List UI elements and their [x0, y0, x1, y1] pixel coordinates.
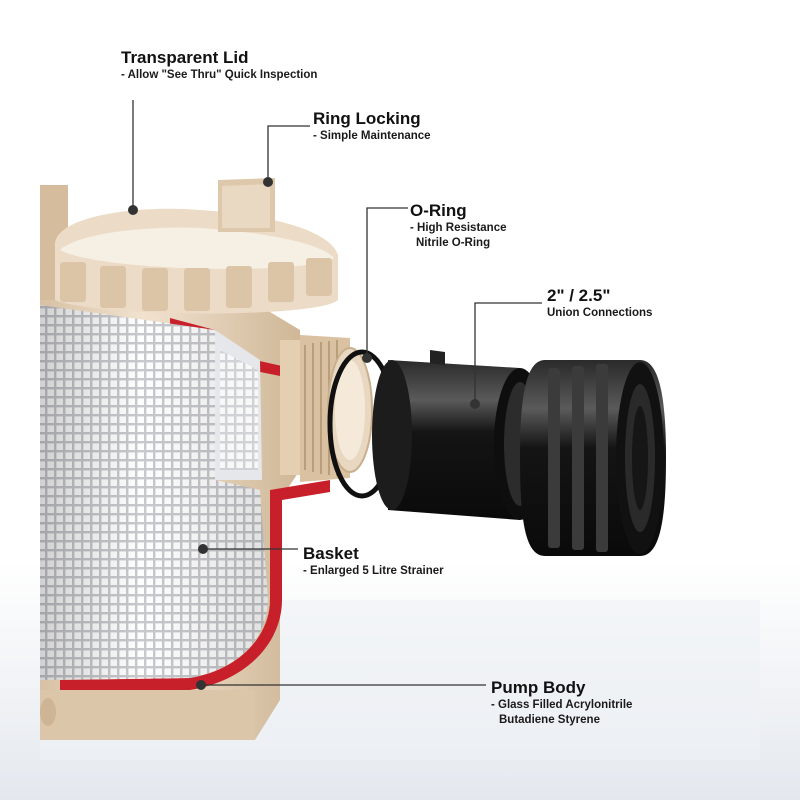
callout-desc: - Allow "See Thru" Quick Inspection	[121, 69, 318, 81]
callout-title: 2" / 2.5"	[547, 286, 611, 305]
callout-desc: - High Resistance	[410, 222, 507, 234]
callout-desc: - Enlarged 5 Litre Strainer	[303, 565, 444, 577]
leader-lines	[132, 100, 542, 686]
transparent-lid	[40, 178, 338, 314]
callout-desc: Butadiene Styrene	[499, 714, 600, 726]
union-nut	[520, 360, 666, 556]
union-tail	[372, 350, 546, 520]
callout-pump-body: Pump Body - Glass Filled Acrylonitrile B…	[491, 678, 632, 728]
callout-desc: Union Connections	[547, 307, 653, 319]
anchor-dots	[128, 177, 480, 690]
callout-transparent-lid: Transparent Lid - Allow "See Thru" Quick…	[121, 48, 317, 83]
callout-desc: Nitrile O-Ring	[416, 237, 491, 249]
callout-title: Basket	[303, 544, 359, 563]
callout-title: O-Ring	[410, 201, 467, 220]
callout-union-connections: 2" / 2.5" Union Connections	[547, 286, 652, 321]
basket	[40, 305, 268, 680]
callout-desc: - Glass Filled Acrylonitrile	[491, 699, 633, 711]
inlet-port	[280, 335, 373, 482]
callout-title: Ring Locking	[313, 109, 421, 128]
callout-o-ring: O-Ring - High Resistance Nitrile O-Ring	[410, 201, 507, 251]
callout-title: Transparent Lid	[121, 48, 249, 67]
callout-desc: - Simple Maintenance	[313, 130, 431, 142]
callout-title: Pump Body	[491, 678, 586, 697]
callout-ring-locking: Ring Locking - Simple Maintenance	[313, 109, 431, 144]
callout-basket: Basket - Enlarged 5 Litre Strainer	[303, 544, 444, 579]
